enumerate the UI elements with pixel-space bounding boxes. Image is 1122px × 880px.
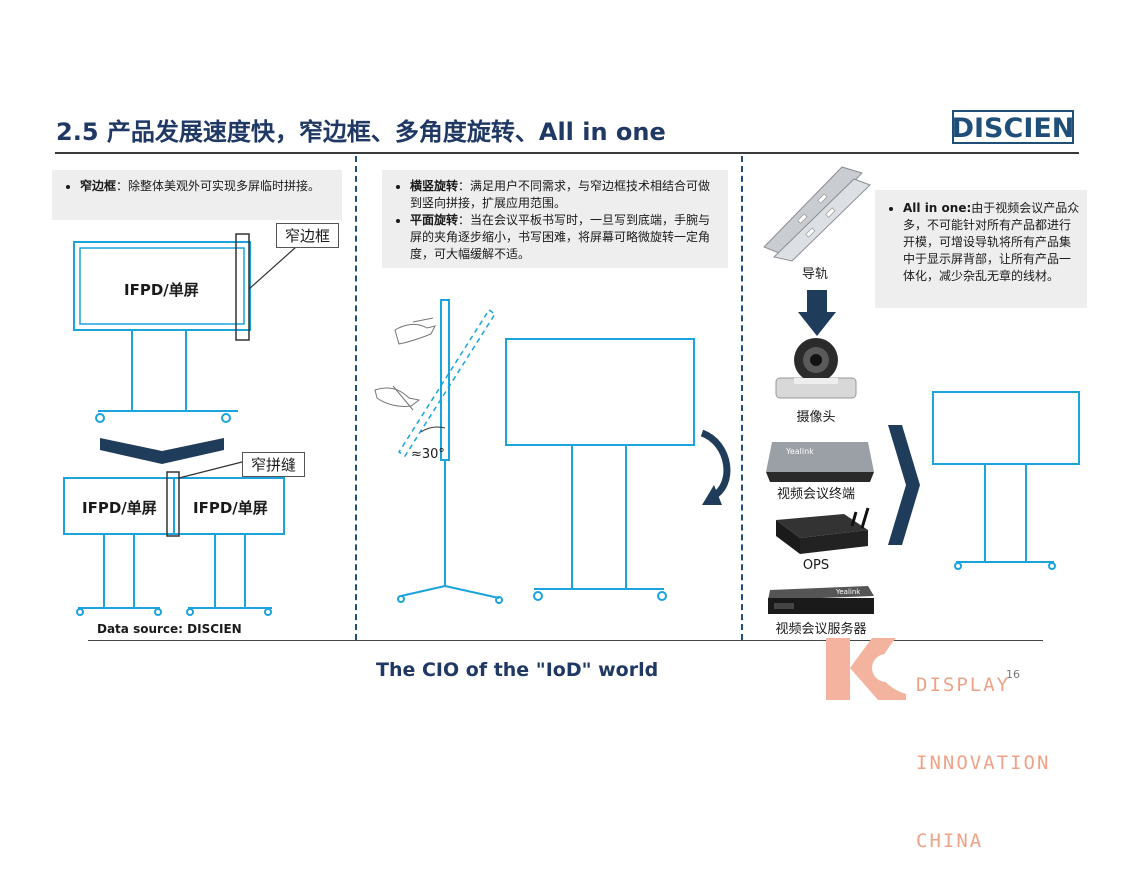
dic-line-display: DISPLAY bbox=[916, 674, 1011, 696]
all-in-one-screen-diagram bbox=[932, 391, 1080, 570]
writing-hand-icon bbox=[374, 317, 436, 411]
seam-highlight bbox=[166, 471, 180, 537]
server-image: Yealink bbox=[768, 586, 874, 614]
rotation-term-2: 平面旋转 bbox=[410, 213, 459, 227]
page-title: 2.5 产品发展速度快，窄边框、多角度旋转、All in one bbox=[56, 118, 666, 146]
data-source: Data source: DISCIEN bbox=[97, 622, 242, 636]
rotation-text-1: ：满足用户不同需求，与窄边框技术相结合可做到竖向拼接，扩展应用范围。 bbox=[410, 179, 711, 210]
chevron-right-icon bbox=[888, 425, 920, 545]
dic-line-china: CHINA bbox=[916, 830, 984, 852]
tilt-angle-label: ≈30° bbox=[411, 447, 445, 462]
ops-label: OPS bbox=[802, 558, 830, 573]
rotation-bullet-2: 平面旋转：当在会议平板书写时，一旦写到底端，手腕与屏的夹角逐步缩小，书写困难，将… bbox=[410, 212, 722, 263]
chevron-down-icon bbox=[100, 438, 224, 464]
dic-logo-mark bbox=[826, 638, 906, 700]
rotating-screen-diagram bbox=[505, 338, 731, 601]
bezel-note: 窄边框：除整体美观外可实现多屏临时拼接。 bbox=[52, 170, 342, 220]
camera-label: 摄像头 bbox=[796, 410, 836, 425]
terminal-label: 视频会议终端 bbox=[776, 487, 855, 502]
tilt-stand-diagram bbox=[374, 299, 503, 604]
rotation-note: 横竖旋转：满足用户不同需求，与窄边框技术相结合可做到竖向拼接，扩展应用范围。 平… bbox=[382, 170, 728, 268]
page-number: 16 bbox=[1006, 668, 1020, 681]
arrow-down-icon bbox=[798, 290, 836, 336]
callout-seam: 窄拼缝 bbox=[242, 452, 306, 477]
tiled-screen-right-label: IFPD/单屏 bbox=[193, 499, 268, 517]
column-divider-1 bbox=[355, 156, 357, 640]
rotation-term-1: 横竖旋转 bbox=[410, 179, 459, 193]
tiled-screens-diagram bbox=[63, 461, 285, 616]
server-label: 视频会议服务器 bbox=[775, 622, 867, 637]
bezel-highlight bbox=[235, 233, 250, 341]
tagline: The CIO of the "IoD" world bbox=[376, 659, 659, 681]
rail-image bbox=[763, 166, 871, 262]
dic-line-innovation: INNOVATION bbox=[916, 752, 1051, 774]
discien-logo: DISCIEN bbox=[952, 110, 1074, 144]
ops-image bbox=[776, 507, 870, 554]
tiled-screen-left-label: IFPD/单屏 bbox=[82, 499, 157, 517]
all-in-one-term: All in one: bbox=[903, 201, 972, 215]
all-in-one-text: 由于视频会议产品众多，不可能针对所有产品都进行开模，可增设导轨将所有产品集中于显… bbox=[903, 201, 1080, 283]
terminal-brand: Yealink bbox=[785, 447, 814, 456]
bezel-text: ：除整体美观外可实现多屏临时拼接。 bbox=[116, 179, 321, 193]
dic-wordmark: DISPLAY INNOVATION CHINA bbox=[916, 620, 1050, 880]
bezel-term: 窄边框 bbox=[80, 179, 117, 193]
rotation-text-2: ：当在会议平板书写时，一旦写到底端，手腕与屏的夹角逐步缩小，书写困难，将屏幕可略… bbox=[410, 213, 711, 261]
all-in-one-bullet: All in one:由于视频会议产品众多，不可能针对所有产品都进行开模，可增设… bbox=[903, 200, 1081, 285]
rotation-bullet-1: 横竖旋转：满足用户不同需求，与窄边框技术相结合可做到竖向拼接，扩展应用范围。 bbox=[410, 178, 722, 212]
server-brand: Yealink bbox=[835, 588, 861, 596]
footer-divider bbox=[88, 640, 1043, 641]
single-screen-diagram bbox=[73, 233, 297, 423]
terminal-image: Yealink bbox=[766, 442, 874, 482]
camera-image bbox=[775, 338, 857, 399]
rotate-arrow-icon bbox=[700, 429, 731, 505]
rail-label: 导轨 bbox=[801, 267, 828, 282]
title-divider bbox=[55, 152, 1079, 154]
all-in-one-note: All in one:由于视频会议产品众多，不可能针对所有产品都进行开模，可增设… bbox=[875, 190, 1087, 308]
callout-bezel: 窄边框 bbox=[276, 223, 340, 248]
column-divider-2 bbox=[741, 156, 743, 640]
single-screen-label: IFPD/单屏 bbox=[124, 281, 199, 299]
logo-text: DISCIEN bbox=[952, 113, 1075, 144]
bezel-bullet: 窄边框：除整体美观外可实现多屏临时拼接。 bbox=[80, 178, 336, 195]
